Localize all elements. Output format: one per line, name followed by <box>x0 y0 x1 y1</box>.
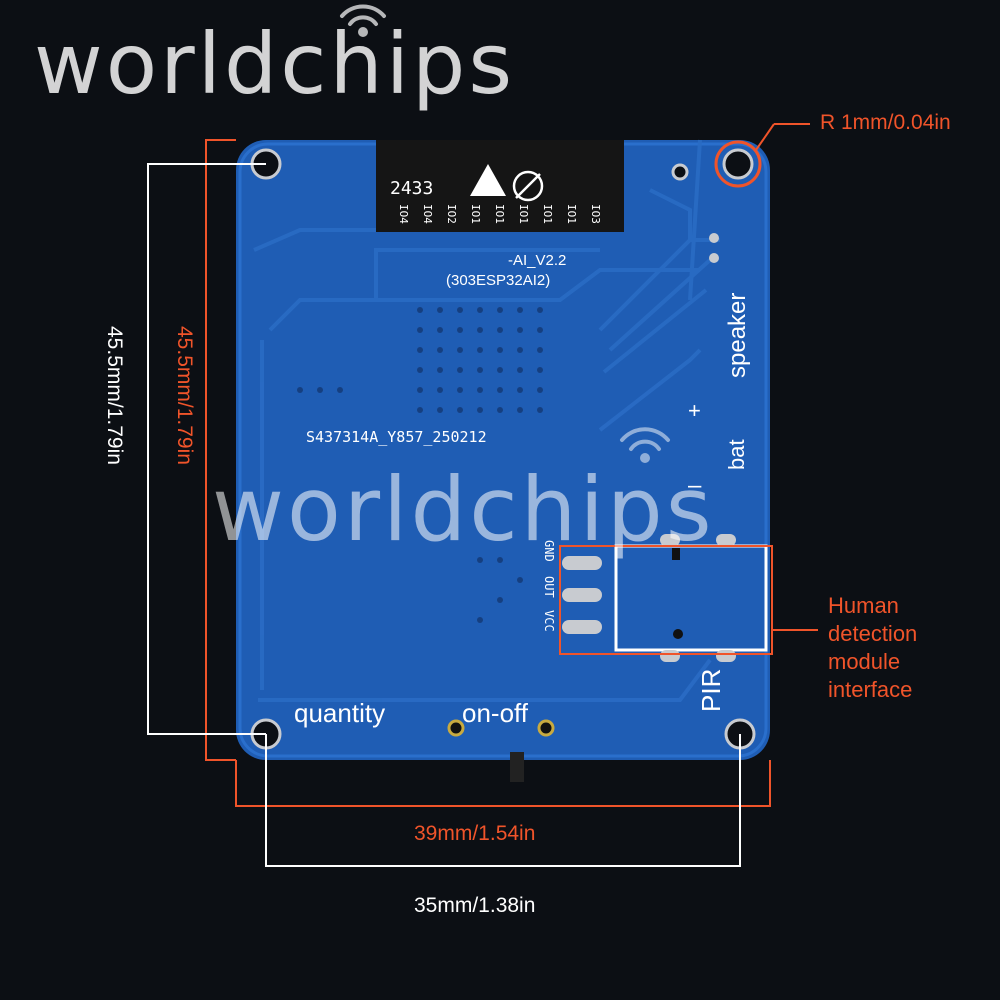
label-bat-minus: – <box>688 472 702 499</box>
callout-line-1: Human <box>828 593 899 618</box>
pin-label-out: OUT <box>542 576 556 598</box>
chip-code: 2433 <box>390 178 434 199</box>
label-quantity: quantity <box>294 698 386 728</box>
io-label: IO4 <box>421 204 434 224</box>
label-pir: PIR <box>696 668 726 712</box>
detection-callout-box <box>559 545 773 655</box>
io-label: IO1 <box>469 204 482 224</box>
pad-gnd <box>562 556 602 570</box>
board-version: -AI_V2.2 <box>508 252 567 269</box>
power-switch <box>510 752 524 782</box>
callout-line-4: interface <box>828 677 913 702</box>
watermark-center: worldchips <box>212 458 715 561</box>
io-label: IO3 <box>589 204 602 224</box>
width-inner-line <box>265 734 741 867</box>
height-outer-line <box>205 139 236 761</box>
pb-free-icon <box>512 170 544 202</box>
pad-out <box>562 588 602 602</box>
label-on-off: on-off <box>462 698 529 728</box>
height-inner-label: 45.5mm/1.79in <box>103 326 126 465</box>
label-speaker: speaker <box>724 292 751 378</box>
width-outer-line <box>235 760 771 807</box>
pcb-traces <box>253 139 720 702</box>
io-label: IO1 <box>493 204 506 224</box>
pin-label-vcc: VCC <box>542 610 556 632</box>
io-label: IO1 <box>565 204 578 224</box>
pad-vcc <box>562 620 602 634</box>
watermark-top: worldchips <box>34 15 516 113</box>
wifi-signal-icon-mid <box>620 427 670 463</box>
radius-callout-circle <box>714 140 762 188</box>
board-serial: S437314A_Y857_250212 <box>306 428 487 446</box>
pcb-board <box>236 139 770 782</box>
pcb-vias <box>297 307 543 623</box>
label-bat-plus: + <box>688 398 701 423</box>
callout-line-3: module <box>828 649 901 674</box>
io-label: IO1 <box>517 204 530 224</box>
io-label: IO2 <box>445 204 458 224</box>
detection-callout-text: Human detection module interface <box>828 592 917 704</box>
small-via-top <box>671 163 689 181</box>
callout-line-2: detection <box>828 621 918 646</box>
io-label: IO1 <box>541 204 554 224</box>
board-model: (303ESP32AI2) <box>446 272 551 289</box>
radius-label: R 1mm/0.04in <box>820 111 951 134</box>
height-outer-label: 45.5mm/1.79in <box>173 326 196 465</box>
mount-hole-top-right <box>722 148 754 180</box>
esd-warning-icon <box>470 164 506 196</box>
width-inner-label: 35mm/1.38in <box>414 894 536 917</box>
height-inner-line <box>147 163 266 735</box>
wifi-signal-icon <box>340 4 386 37</box>
io-label: IO4 <box>397 204 410 224</box>
width-outer-label: 39mm/1.54in <box>414 822 536 845</box>
label-bat: bat <box>724 439 749 470</box>
